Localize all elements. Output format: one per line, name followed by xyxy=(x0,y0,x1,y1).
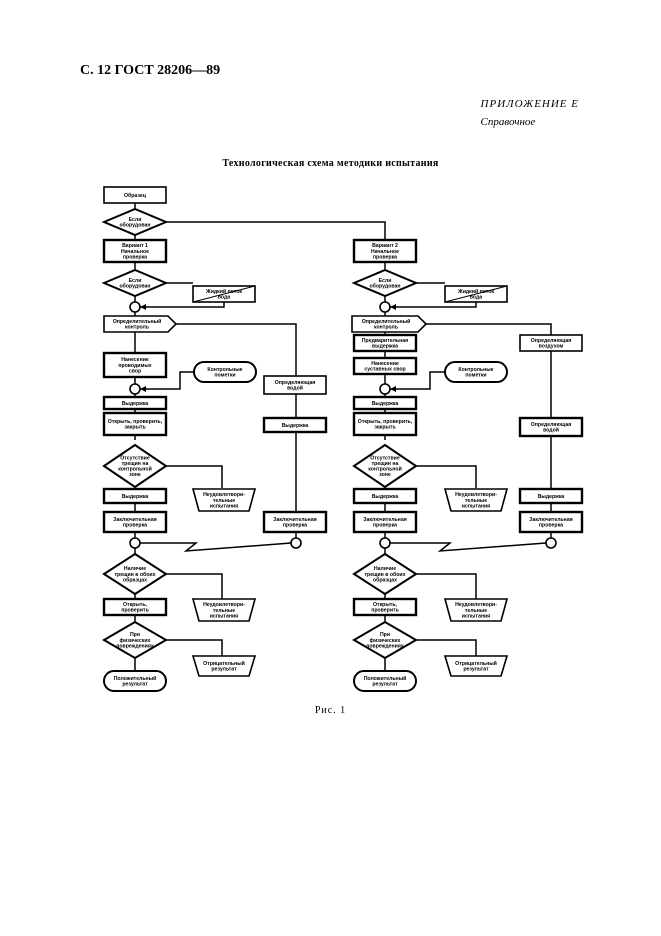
appendix-label: ПРИЛОЖЕНИЕ Е Справочное xyxy=(481,95,579,131)
junction-circle xyxy=(379,301,391,313)
connector xyxy=(140,302,225,308)
connector xyxy=(176,323,297,376)
connector xyxy=(416,465,477,488)
connector xyxy=(390,302,477,308)
node-label: Выдержка xyxy=(282,423,309,429)
control-pentagon xyxy=(103,315,178,333)
page-header: С. 12 ГОСТ 28206—89 xyxy=(80,63,221,78)
process-box xyxy=(263,375,327,395)
connector xyxy=(166,573,223,599)
figure-caption: Рис. 1 xyxy=(314,705,347,716)
junction-circle xyxy=(129,537,141,549)
result-trapezoid xyxy=(191,488,257,512)
node-label: Выдержка xyxy=(372,494,399,500)
connector xyxy=(426,323,552,335)
result-trapezoid xyxy=(443,655,509,677)
node-label: Выдержка xyxy=(122,494,149,500)
junction-circle xyxy=(379,383,391,395)
junction-circle xyxy=(379,537,391,549)
note-slash xyxy=(192,285,256,303)
node-label: Выдержка xyxy=(538,494,565,500)
node-label: Открыть,проверить xyxy=(371,602,399,614)
arrowhead xyxy=(390,386,396,392)
result-trapezoid xyxy=(191,655,257,677)
control-pentagon xyxy=(351,315,428,333)
arrowhead xyxy=(390,304,396,310)
junction-circle xyxy=(129,383,141,395)
junction-circle xyxy=(545,537,557,549)
note-slash xyxy=(444,285,508,303)
connector xyxy=(140,542,292,552)
node-label: Образец xyxy=(124,192,147,199)
arrowhead xyxy=(140,386,146,392)
figure-title: Технологическая схема методики испытания xyxy=(222,158,439,169)
connector xyxy=(390,542,547,552)
arrowhead xyxy=(140,304,146,310)
terminator xyxy=(353,670,417,692)
junction-circle xyxy=(129,301,141,313)
node-label: Выдержка xyxy=(122,401,149,407)
appendix-title: ПРИЛОЖЕНИЕ Е xyxy=(480,98,579,110)
junction-circle xyxy=(290,537,302,549)
process-box xyxy=(262,416,328,434)
connector xyxy=(166,465,223,488)
node-label: Открыть,проверить xyxy=(121,602,149,614)
connector xyxy=(416,639,477,656)
connector xyxy=(166,639,223,656)
connector xyxy=(166,221,386,239)
node-label: Открыть, проверить,закрыть xyxy=(358,419,413,431)
terminator xyxy=(103,670,167,692)
appendix-subtitle: Справочное xyxy=(480,116,536,128)
node-label: Выдержка xyxy=(372,401,399,407)
connector xyxy=(140,371,194,390)
result-trapezoid xyxy=(191,598,257,622)
result-trapezoid xyxy=(443,598,509,622)
result-trapezoid xyxy=(443,488,509,512)
node-label: Открыть, проверить,закрыть xyxy=(108,419,163,431)
process-box xyxy=(262,510,328,534)
connector xyxy=(416,573,477,599)
connector xyxy=(390,371,445,390)
